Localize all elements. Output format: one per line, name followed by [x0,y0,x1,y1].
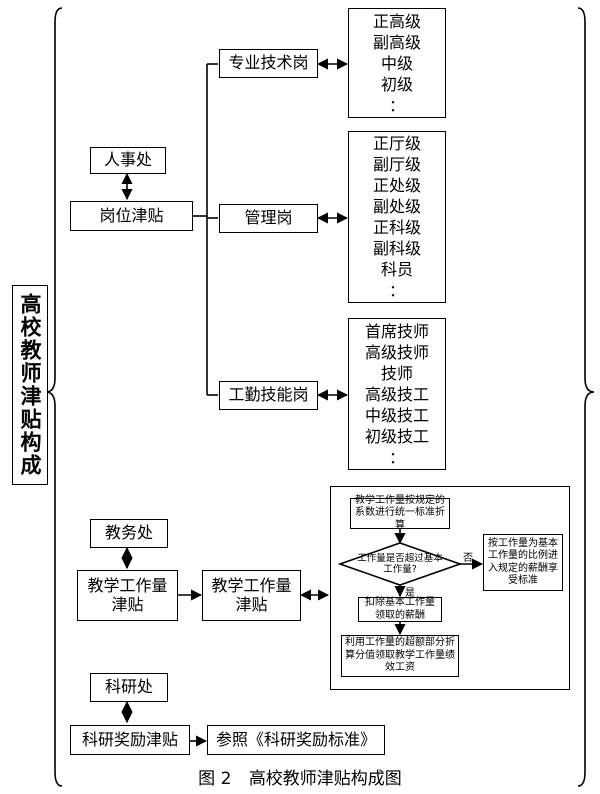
flow-no-label: 否 [463,553,473,564]
flow-no-result-label: 按工作量为基本工作量的比例进入规定的薪酬享受标准 [488,537,558,587]
management-levels-box: 正厅级 副厅级 正处级 副处级 正科级 副科级 科员 ： [348,131,446,303]
level-item: 正处级 [372,176,421,195]
category-management-box: 管理岗 [219,204,318,233]
level-item: 副科级 [372,239,421,258]
level-item: 中级 [380,53,413,73]
level-item: ： [388,447,405,467]
research-reference-box: 参照《科研奖励标准》 [207,725,385,755]
teaching-workload-allowance-label: 教学工作量津贴 [87,576,168,614]
teaching-workload-allowance-2-label: 教学工作量津贴 [211,576,292,614]
flow-step2-label: 扣除基本工作量领取的薪酬 [365,597,435,621]
level-item: 首席技师 [364,321,429,341]
category-service-label: 工勤技能岗 [228,385,309,405]
level-item: ： [388,95,405,115]
level-item: 初级技工 [364,426,429,446]
research-award-allowance-box: 科研奖励津贴 [70,725,190,755]
level-item: 中级技工 [364,405,429,425]
academic-affairs-office-box: 教务处 [90,519,168,548]
research-award-allowance-label: 科研奖励津贴 [81,729,178,749]
research-reference-label: 参照《科研奖励标准》 [215,729,376,749]
position-allowance-label: 岗位津贴 [99,205,164,225]
level-item: 技师 [380,363,413,383]
level-item: 正高级 [372,11,421,31]
category-professional-label: 专业技术岗 [228,53,309,73]
level-item: 副高级 [372,32,421,52]
flow-yes-label: 是 [405,588,415,599]
research-office-label: 科研处 [104,677,153,697]
flow-decision-label: 工作量是否超过基本工作量? [357,553,443,576]
caption-figure-number: 图 2 [198,769,232,789]
level-item: 高级技师 [364,342,429,362]
flowchart-container [330,486,570,690]
position-allowance-box: 岗位津贴 [70,201,193,231]
flow-step3-box: 利用工作量的超额部分折算分值领取教学工作量绩效工资 [341,635,459,677]
level-item: 正科级 [372,218,421,237]
level-item: 副厅级 [372,155,421,174]
service-levels-box: 首席技师 高级技师 技师 高级技工 中级技工 初级技工 ： [348,318,446,470]
category-professional-box: 专业技术岗 [219,49,318,78]
research-office-box: 科研处 [90,673,168,702]
caption-title: 高校教师津贴构成图 [248,769,402,789]
flow-no-result-box: 按工作量为基本工作量的比例进入规定的薪酬享受标准 [483,534,563,591]
level-item: 副处级 [372,197,421,216]
level-item: 正厅级 [372,134,421,153]
teaching-workload-allowance-2-box: 教学工作量津贴 [202,570,301,621]
personnel-office-label: 人事处 [103,150,152,170]
figure-caption: 图 2 高校教师津贴构成图 [0,764,600,789]
professional-levels-box: 正高级 副高级 中级 初级 ： [348,8,446,118]
root-box: 高校教师津贴构成 [12,285,48,485]
level-item: 初级 [380,74,413,94]
flow-step1-label: 教学工作量按规定的系数进行统一标准折算 [355,494,445,531]
flow-step3-label: 利用工作量的超额部分折算分值领取教学工作量绩效工资 [345,637,455,674]
level-item: 科员 [380,260,413,279]
personnel-office-box: 人事处 [90,147,166,174]
academic-affairs-office-label: 教务处 [104,523,153,543]
category-management-label: 管理岗 [244,208,293,228]
flow-step2-box: 扣除基本工作量领取的薪酬 [358,597,442,622]
level-item: ： [388,281,405,300]
category-service-box: 工勤技能岗 [219,381,318,410]
flow-step1-box: 教学工作量按规定的系数进行统一标准折算 [350,495,450,531]
left-brace [45,7,63,787]
teaching-workload-allowance-box: 教学工作量津贴 [77,570,178,621]
right-brace [577,7,595,787]
level-item: 高级技工 [364,384,429,404]
root-label: 高校教师津贴构成 [18,293,43,477]
